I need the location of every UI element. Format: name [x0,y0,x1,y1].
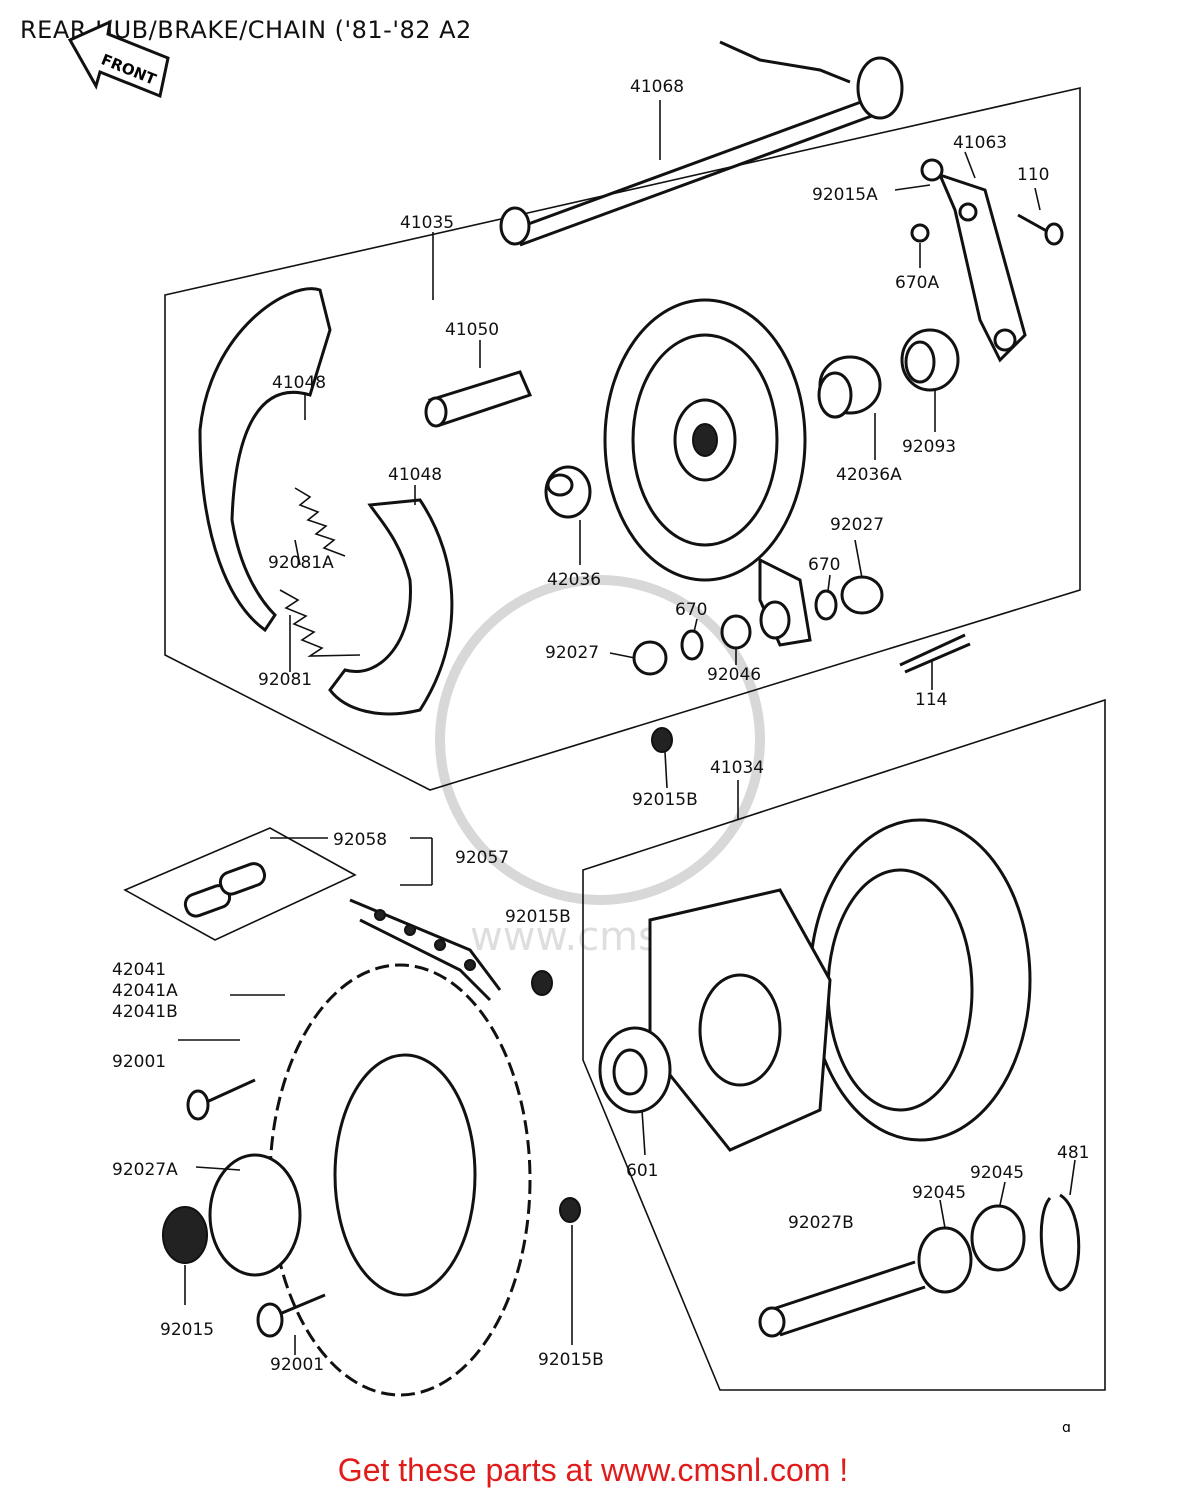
label-42041A: 42041A [112,981,178,1001]
label-92027B: 92027B [788,1213,854,1233]
bearing-92045-b [970,1204,1026,1272]
label-114: 114 [915,690,947,710]
rear-sprocket [268,963,532,1397]
label-670A: 670A [895,273,939,293]
label-42036: 42036 [547,570,601,590]
label-481: 481 [1057,1143,1089,1163]
seal-92093 [900,328,960,392]
spring-92081 [279,589,361,657]
label-42041B: 42041B [112,1002,178,1022]
rear-hub [648,818,1032,1152]
hub-group-outline [582,698,1106,1391]
leader-lines [178,100,1076,1355]
o-ring-670A [910,223,930,243]
label-92045-left: 92045 [912,1183,966,1203]
chain-joint-92058 [123,827,357,941]
label-92081: 92081 [258,670,312,690]
label-41048-upper: 41048 [272,373,326,393]
collar-92027-lower [632,640,668,676]
label-42041: 42041 [112,960,166,980]
cam-shaft-41050 [424,370,533,428]
label-92046: 92046 [707,665,761,685]
label-41048-lower: 41048 [388,465,442,485]
label-92027-lower: 92027 [545,643,599,663]
spacer-92027B [758,1260,926,1338]
label-92093: 92093 [902,437,956,457]
label-92027A: 92027A [112,1160,178,1180]
nut-92015B-upper [651,727,673,753]
spring-92081A [294,487,346,557]
label-41063: 41063 [953,133,1007,153]
brake-shoe-lower [328,498,454,716]
label-92015A: 92015A [812,185,878,205]
brake-shoe-upper [198,287,332,633]
collar-92027-upper [840,575,884,615]
brake-panel [603,298,812,647]
label-601: 601 [626,1161,658,1181]
label-41050: 41050 [445,320,499,340]
part-labels: 41068 41063 92015A 110 41035 670A 41050 … [112,77,1089,1375]
label-92015B-upper: 92015B [632,790,698,810]
label-41034: 41034 [710,758,764,778]
brake-cam-lever [920,158,1027,363]
label-92057: 92057 [455,848,509,868]
label-41068: 41068 [630,77,684,97]
label-92015: 92015 [160,1320,214,1340]
bearing-601 [598,1026,672,1114]
label-92045-right: 92045 [970,1163,1024,1183]
label-92015B-middle: 92015B [505,907,571,927]
corner-mark: ɑ [1062,1420,1071,1436]
bearing-92045-a [917,1226,973,1294]
label-41035: 41035 [400,213,454,233]
drive-chain-92057 [349,898,502,1002]
label-110: 110 [1017,165,1049,185]
front-arrow-icon: FRONT [67,19,170,99]
bolt-110 [1017,213,1064,246]
collar-42036A [817,355,882,419]
brake-group-outline [164,86,1081,791]
bolt-92001-lower [256,1293,326,1338]
label-92001-lower: 92001 [270,1355,324,1375]
label-92081A: 92081A [268,553,334,573]
nut-92015B-middle [531,970,553,996]
collar-92046 [720,614,752,650]
circlip-481 [1039,1193,1081,1292]
bushing [759,600,791,640]
nut-92015 [162,1206,208,1264]
bolt-92001-upper [186,1078,256,1121]
label-670-upper: 670 [808,555,840,575]
rear-axle [499,40,904,247]
label-92058: 92058 [333,830,387,850]
cotter-pin-114 [899,633,971,674]
coupling-92027A [208,1153,302,1277]
label-92001-upper: 92001 [112,1052,166,1072]
label-92015B-lower: 92015B [538,1350,604,1370]
footer-link-text[interactable]: Get these parts at www.cmsnl.com ! [337,1452,849,1488]
nut-92015B-lower [559,1197,581,1223]
o-ring-670-lower [680,629,704,661]
o-ring-670-upper [814,589,838,621]
collar-42036 [544,465,592,519]
label-92027-upper: 92027 [830,515,884,535]
label-42036A: 42036A [836,465,902,485]
label-670-lower: 670 [675,600,707,620]
